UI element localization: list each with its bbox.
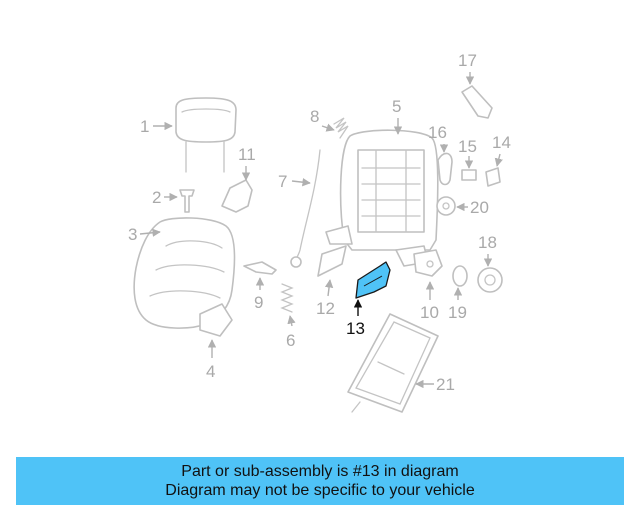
- svg-text:7: 7: [278, 172, 287, 191]
- callout-6: 6: [286, 315, 296, 350]
- svg-text:19: 19: [448, 303, 467, 322]
- callout-8: 8: [310, 107, 335, 132]
- svg-text:3: 3: [128, 225, 137, 244]
- callout-13: 13: [346, 299, 365, 338]
- svg-text:13: 13: [346, 319, 365, 338]
- info-banner: Part or sub-assembly is #13 in diagram D…: [16, 457, 624, 505]
- part-2-guide[interactable]: [179, 189, 195, 213]
- svg-text:5: 5: [392, 97, 401, 116]
- callout-4: 4: [206, 339, 217, 381]
- callout-19: 19: [448, 287, 467, 322]
- part-16-handle[interactable]: [437, 152, 453, 186]
- svg-text:1: 1: [140, 117, 149, 136]
- part-6-spring[interactable]: [280, 283, 294, 313]
- svg-text:11: 11: [238, 145, 256, 164]
- part-18-knob[interactable]: [477, 267, 503, 293]
- callout-1: 1: [140, 117, 173, 136]
- part-19-cap[interactable]: [452, 265, 468, 287]
- callout-10: 10: [420, 281, 439, 322]
- svg-text:21: 21: [436, 375, 455, 394]
- callout-18: 18: [478, 233, 497, 267]
- part-1-headrest[interactable]: [175, 97, 237, 173]
- callout-9: 9: [254, 277, 265, 312]
- svg-text:8: 8: [310, 107, 319, 126]
- part-15-switch[interactable]: [461, 169, 477, 181]
- part-12-cover[interactable]: [317, 245, 347, 277]
- part-14-knob[interactable]: [485, 167, 501, 187]
- banner-line-1: Part or sub-assembly is #13 in diagram: [181, 463, 459, 480]
- part-9-bracket[interactable]: [243, 261, 277, 275]
- part-17-lever[interactable]: [461, 85, 493, 119]
- callout-17: 17: [458, 51, 477, 85]
- svg-text:12: 12: [316, 299, 335, 318]
- callout-3: 3: [128, 225, 161, 244]
- callout-7: 7: [278, 172, 311, 191]
- part-7-cable[interactable]: [290, 149, 321, 268]
- part-10-hinge[interactable]: [413, 249, 443, 277]
- svg-text:2: 2: [152, 188, 161, 207]
- svg-text:10: 10: [420, 303, 439, 322]
- callout-15: 15: [458, 137, 477, 169]
- svg-text:9: 9: [254, 293, 263, 312]
- svg-text:14: 14: [492, 133, 511, 152]
- banner-line-2: Diagram may not be specific to your vehi…: [165, 482, 475, 499]
- part-5-seatback-frame[interactable]: [325, 129, 439, 267]
- callout-16: 16: [428, 123, 449, 153]
- svg-text:4: 4: [206, 362, 215, 381]
- parts-diagram: 1 2 3 4 5: [128, 51, 511, 413]
- svg-text:16: 16: [428, 123, 447, 142]
- callout-12: 12: [316, 279, 335, 318]
- svg-text:6: 6: [286, 331, 295, 350]
- svg-text:15: 15: [458, 137, 477, 156]
- callout-21: 21: [415, 375, 455, 394]
- part-8-clip[interactable]: [333, 117, 349, 139]
- part-21-panel[interactable]: [347, 313, 439, 413]
- svg-text:17: 17: [458, 51, 477, 70]
- callout-11: 11: [238, 145, 256, 181]
- callout-14: 14: [492, 133, 511, 167]
- svg-text:20: 20: [470, 198, 489, 217]
- callout-2: 2: [152, 188, 178, 207]
- callout-5: 5: [392, 97, 403, 135]
- callout-20: 20: [456, 198, 489, 217]
- part-20-gear[interactable]: [436, 196, 456, 216]
- part-13-highlighted[interactable]: [355, 261, 391, 299]
- svg-text:18: 18: [478, 233, 497, 252]
- part-11-bracket[interactable]: [221, 179, 253, 213]
- part-3-seatback-cover[interactable]: [133, 217, 236, 337]
